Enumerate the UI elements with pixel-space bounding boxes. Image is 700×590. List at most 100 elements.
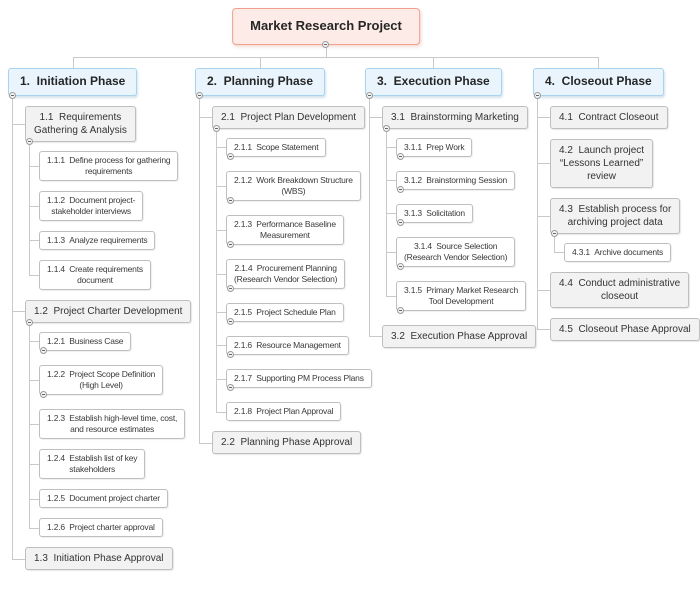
children-group: 3.1.1 Prep Work 3.1.2 Brainstorming Sessi… [382,137,536,311]
node-1-1-2[interactable]: 1.1.2 Document project- stakeholder inte… [39,190,144,221]
wbs-node: 4.3.1 Archive documents [564,242,700,262]
connector-line [29,528,40,529]
wbs-node: 1. Initiation Phase 1.1 Requirements Gath… [8,68,192,571]
node-1-2[interactable]: 1.2 Project Charter Development [25,299,192,323]
expand-collapse-toggle[interactable] [383,125,390,132]
wbs-node: 2.1 Project Plan Development 2.1.1 Scope … [212,105,372,422]
node-2[interactable]: 2. Planning Phase [195,68,326,96]
expand-collapse-toggle[interactable] [9,92,16,99]
wbs-node: 2.2 Planning Phase Approval [212,431,372,455]
connector-line [537,117,551,118]
node-3-2[interactable]: 3.2 Execution Phase Approval [382,324,537,348]
node-1-2-6[interactable]: 1.2.6 Project charter approval [39,518,163,538]
connector-line [73,57,598,58]
node-2-2[interactable]: 2.2 Planning Phase Approval [212,431,362,455]
connector-line [433,57,434,69]
node-1[interactable]: 1. Initiation Phase [8,68,138,96]
connector-line [216,147,227,148]
node-2-1-7[interactable]: 2.1.7 Supporting PM Process Plans [226,369,372,389]
node-1-2-3[interactable]: 1.2.3 Establish high-level time, cost, a… [39,409,186,440]
expand-collapse-toggle[interactable] [551,230,558,237]
expand-collapse-toggle[interactable] [26,138,33,145]
expand-collapse-toggle[interactable] [227,285,234,292]
node-2-1[interactable]: 2.1 Project Plan Development [212,105,366,129]
node-4-5[interactable]: 4.5 Closeout Phase Approval [550,317,700,341]
node-4-1[interactable]: 4.1 Contract Closeout [550,105,668,129]
wbs-node: 2. Planning Phase 2.1 Project Plan Develo… [195,68,372,455]
node-1-1-1[interactable]: 1.1.1 Define process for gathering requi… [39,150,179,181]
node-3-1-4[interactable]: 3.1.4 Source Selection (Research Vendor … [396,236,516,267]
node-root[interactable]: Market Research Project [232,8,420,45]
expand-collapse-toggle[interactable] [227,197,234,204]
connector-line [12,559,26,560]
expand-collapse-toggle[interactable] [397,153,404,160]
children-group: 3.1 Brainstorming Marketing 3.1.1 Prep Wo… [365,105,537,348]
expand-collapse-toggle[interactable] [534,92,541,99]
node-3-1-1[interactable]: 3.1.1 Prep Work [396,137,473,157]
connector-line [537,290,551,291]
node-1-3[interactable]: 1.3 Initiation Phase Approval [25,547,173,571]
node-3-1-3[interactable]: 3.1.3 Solicitation [396,203,473,223]
node-4-3-1[interactable]: 4.3.1 Archive documents [564,242,672,262]
node-3-1-5[interactable]: 3.1.5 Primary Market Research Tool Devel… [396,280,526,311]
connector-line [260,57,261,69]
node-1-1-3[interactable]: 1.1.3 Analyze requirements [39,230,156,250]
node-2-1-3[interactable]: 2.1.3 Performance Baseline Measurement [226,214,344,245]
node-1-2-2[interactable]: 1.2.2 Project Scope Definition (High Lev… [39,364,164,396]
connector-line [29,424,40,425]
expand-collapse-toggle[interactable] [227,241,234,248]
expand-collapse-toggle[interactable] [397,307,404,314]
node-4-4[interactable]: 4.4 Conduct administrative closeout [550,271,690,308]
wbs-node: 3. Execution Phase 3.1 Brainstorming Mark… [365,68,537,348]
wbs-node: 3.1.4 Source Selection (Research Vendor … [396,236,536,267]
node-3-1-2[interactable]: 3.1.2 Brainstorming Session [396,170,516,190]
expand-collapse-toggle[interactable] [227,351,234,358]
node-1-2-1[interactable]: 1.2.1 Business Case [39,331,132,351]
connector-line [12,124,26,125]
wbs-node: 3.1.3 Solicitation [396,203,536,223]
expand-collapse-toggle[interactable] [213,125,220,132]
expand-collapse-toggle[interactable] [40,391,47,398]
node-1-2-4[interactable]: 1.2.4 Establish list of key stakeholders [39,449,146,480]
expand-collapse-toggle[interactable] [397,219,404,226]
connector-line [216,132,217,412]
wbs-node: 1.2.5 Document project charter [39,489,191,509]
expand-collapse-toggle[interactable] [366,92,373,99]
connector-line [29,464,40,465]
node-4-2[interactable]: 4.2 Launch project “Lessons Learned” rev… [550,138,654,188]
expand-collapse-toggle[interactable] [26,319,33,326]
expand-collapse-toggle[interactable] [227,318,234,325]
phase-column-4: 4. Closeout Phase 4.1 Contract Closeout 4.… [533,68,700,351]
expand-collapse-toggle[interactable] [227,153,234,160]
expand-collapse-toggle[interactable] [40,347,47,354]
node-1-1[interactable]: 1.1 Requirements Gathering & Analysis [25,105,136,142]
node-3[interactable]: 3. Execution Phase [365,68,502,96]
node-1-1-4[interactable]: 1.1.4 Create requirements document [39,259,151,290]
wbs-node: 2.1.2 Work Breakdown Structure (WBS) [226,170,372,201]
node-2-1-8[interactable]: 2.1.8 Project Plan Approval [226,402,342,422]
node-2-1-2[interactable]: 2.1.2 Work Breakdown Structure (WBS) [226,170,361,201]
node-4[interactable]: 4. Closeout Phase [533,68,664,96]
connector-line [537,216,551,217]
connector-line [216,312,227,313]
expand-collapse-toggle[interactable] [397,186,404,193]
connector-line [537,163,551,164]
expand-collapse-toggle[interactable] [227,384,234,391]
node-4-3[interactable]: 4.3 Establish process for archiving proj… [550,197,681,234]
node-2-1-6[interactable]: 2.1.6 Resource Management [226,335,349,356]
node-3-1[interactable]: 3.1 Brainstorming Marketing [382,105,528,129]
wbs-node: 4.4 Conduct administrative closeout [550,271,700,308]
connector-line [554,252,565,253]
wbs-node: 1.1.4 Create requirements document [39,259,191,290]
expand-collapse-toggle[interactable] [397,263,404,270]
node-2-1-5[interactable]: 2.1.5 Project Schedule Plan [226,302,344,322]
connector-line [12,311,26,312]
node-1-2-5[interactable]: 1.2.5 Document project charter [39,489,168,509]
connector-line [29,145,30,275]
wbs-node: 4. Closeout Phase 4.1 Contract Closeout 4.… [533,68,700,341]
children-group: 1.1.1 Define process for gathering requi… [25,150,191,290]
expand-collapse-toggle[interactable] [196,92,203,99]
node-2-1-1[interactable]: 2.1.1 Scope Statement [226,137,327,157]
expand-collapse-toggle[interactable] [322,41,329,48]
node-2-1-4[interactable]: 2.1.4 Procurement Planning (Research Ven… [226,258,346,289]
